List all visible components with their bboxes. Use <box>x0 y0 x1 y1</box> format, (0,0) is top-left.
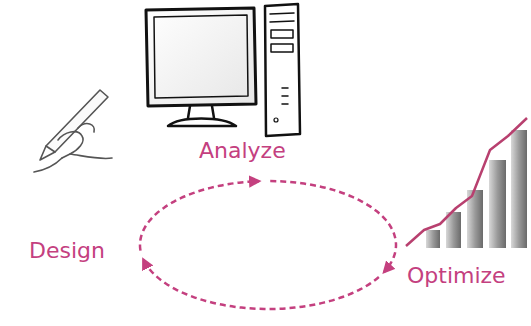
step-label: Design <box>26 238 108 264</box>
step-label: Optimize <box>404 263 509 289</box>
computer-icon <box>146 4 300 136</box>
step-node: Optimize <box>404 263 509 289</box>
step-node: Design <box>26 238 108 264</box>
chart-icon <box>406 118 527 248</box>
cycle-arrow <box>143 259 379 309</box>
step-node: Analyze <box>196 138 289 164</box>
step-label: Analyze <box>196 138 289 164</box>
cycle-arrow <box>140 181 259 250</box>
pen-icon <box>34 90 112 172</box>
cycle-arrow <box>270 181 396 272</box>
